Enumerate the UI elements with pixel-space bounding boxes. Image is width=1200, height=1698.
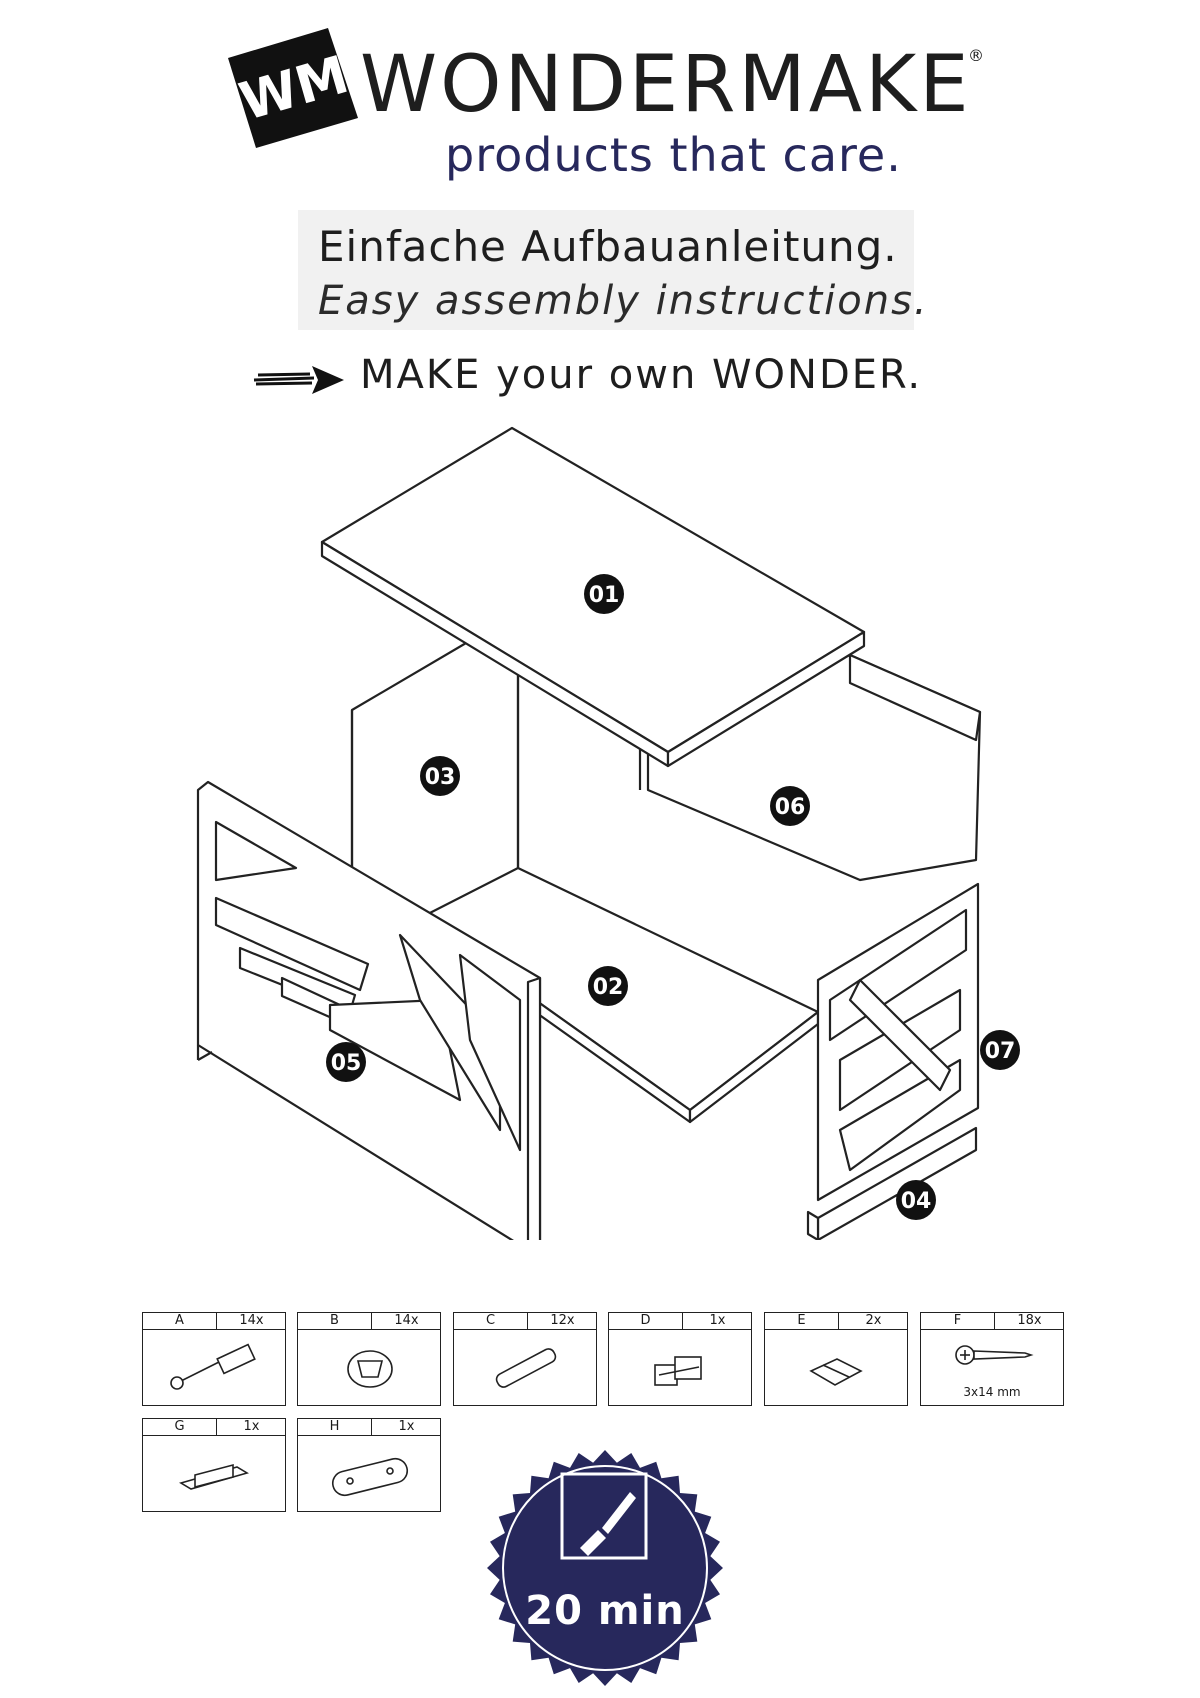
svg-text:06: 06 (775, 795, 806, 820)
slogan: MAKE your own WONDER. (360, 352, 923, 398)
wondermake-logo-icon: WM (228, 28, 358, 148)
hardware-qty: 12x (550, 1313, 575, 1328)
hinge-icon (809, 1358, 863, 1386)
hardware-item-d: D 1x (608, 1312, 752, 1406)
hardware-letter: H (298, 1419, 372, 1435)
hardware-item-a: A 14x (142, 1312, 286, 1406)
hardware-item-e: E 2x (764, 1312, 908, 1406)
hardware-item-h: H 1x (297, 1418, 441, 1512)
part-badge-07: 07 (980, 1030, 1020, 1070)
screwdriver-icon (560, 1472, 648, 1560)
hardware-letter: C (454, 1313, 528, 1329)
part-badge-02: 02 (588, 966, 628, 1006)
hardware-qty: 1x (243, 1419, 260, 1434)
hardware-letter: D (609, 1313, 683, 1329)
hardware-letter: F (921, 1313, 995, 1329)
screw-icon (955, 1345, 1034, 1365)
brand-name: WONDERMAKE (360, 40, 972, 130)
hardware-item-f: F 18x 3x14 mm (920, 1312, 1064, 1406)
svg-text:03: 03 (425, 765, 456, 790)
hardware-item-c: C 12x (453, 1312, 597, 1406)
part-badge-04: 04 (896, 1180, 936, 1220)
magnetic-catch-icon (179, 1463, 249, 1490)
svg-text:02: 02 (593, 975, 624, 1000)
hardware-qty: 14x (239, 1313, 264, 1328)
part-badge-03: 03 (420, 756, 460, 796)
hardware-qty: 1x (398, 1419, 415, 1434)
metal-plate-icon (331, 1457, 409, 1497)
hardware-item-g: G 1x (142, 1418, 286, 1512)
assembly-time-badge (487, 1450, 723, 1686)
hardware-letter: E (765, 1313, 839, 1329)
cam-bolt-icon (170, 1343, 256, 1390)
wood-dowel-icon (495, 1348, 557, 1388)
hardware-qty: 14x (394, 1313, 419, 1328)
svg-text:04: 04 (901, 1189, 932, 1214)
assembly-time: 20 min (525, 1588, 685, 1634)
cam-lock-icon (347, 1350, 393, 1388)
svg-text:07: 07 (985, 1039, 1016, 1064)
door-latch-icon (654, 1356, 702, 1386)
hardware-letter: A (143, 1313, 217, 1329)
title-german: Einfache Aufbauanleitung. (318, 222, 898, 271)
arrow-right-icon (253, 366, 344, 394)
svg-text:01: 01 (589, 583, 620, 608)
title-english: Easy assembly instructions. (318, 278, 929, 324)
hardware-item-b: B 14x (297, 1312, 441, 1406)
hardware-letter: B (298, 1313, 372, 1329)
exploded-view-diagram: 01 02 03 04 05 06 07 (196, 426, 1020, 1240)
title-box (298, 210, 914, 330)
registered-mark: ® (968, 46, 984, 65)
seal-shape (487, 1450, 723, 1686)
hardware-note: 3x14 mm (963, 1385, 1021, 1399)
hardware-letter: G (143, 1419, 217, 1435)
part-badge-06: 06 (770, 786, 810, 826)
hardware-qty: 18x (1017, 1313, 1042, 1328)
part-badge-05: 05 (326, 1042, 366, 1082)
part-badges: 01 02 03 04 05 06 07 (326, 574, 1020, 1220)
svg-text:05: 05 (331, 1051, 362, 1076)
hardware-qty: 1x (709, 1313, 726, 1328)
brand-tagline: products that care. (445, 128, 902, 182)
hardware-qty: 2x (865, 1313, 882, 1328)
part-badge-01: 01 (584, 574, 624, 614)
